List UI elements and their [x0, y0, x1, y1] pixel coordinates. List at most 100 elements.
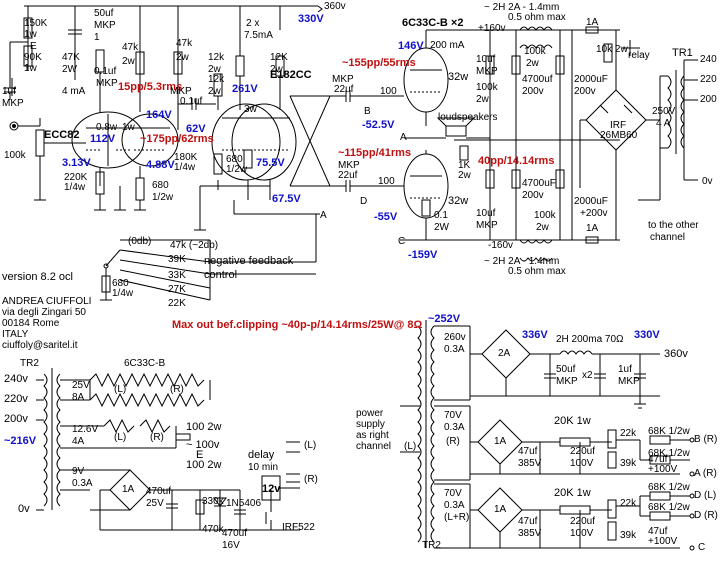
- cap-47uf-a-label: 47uf: [518, 446, 538, 457]
- voltage-112-label: 112V: [90, 133, 116, 145]
- control-label: control: [204, 269, 238, 281]
- cap-47uf-c-volt-label: 385V: [518, 528, 542, 539]
- cap-2000uf-b-label: 2000uF: [574, 196, 608, 207]
- cap-220uf-b-volt-label: 100V: [570, 528, 594, 539]
- tr1-secondary-volt-label: 250V: [652, 106, 676, 117]
- cap-4700uf-b-label: 4700uF: [522, 178, 556, 189]
- pot-22k-b-label: 22k: [620, 498, 637, 509]
- heater-l2-label: (L): [114, 432, 127, 443]
- choke-bottom-label: ~ 2H 2A - 1.4mm: [484, 256, 560, 267]
- delay-time-label: 10 min: [248, 462, 279, 473]
- node-a2-label: A: [320, 210, 327, 221]
- cap-10uf-a-type-label: MKP: [476, 66, 498, 77]
- relay-12v-label: 12v: [262, 483, 281, 495]
- fuse-1a-d-label: 1A: [122, 484, 135, 495]
- resistor-68k-c-label: 68K 1/2w: [648, 482, 690, 493]
- ecc82-label: ECC82: [44, 129, 80, 141]
- output-tube-label: 6C33C-B ×2: [402, 17, 464, 29]
- voltage-675-label: 67.5V: [272, 193, 301, 205]
- resistor-470k-label: 470k: [202, 524, 224, 535]
- ecc82-half-power-label: 1w: [122, 122, 135, 133]
- cap-1uf-b-label: 1uf: [618, 364, 632, 375]
- sec-25v-label: 25V: [72, 380, 90, 391]
- resistor-47k-b-label: 47k: [122, 42, 139, 53]
- tap-0-label: 0v: [702, 176, 713, 187]
- cap-2000uf-b-volt-label: +200v: [580, 208, 608, 219]
- sec-70v-b-label: 70V: [444, 488, 462, 499]
- tube-power-lower-label: 32w: [448, 195, 469, 207]
- voltage-62-label: 62V: [186, 123, 206, 135]
- node-dl-label: D (L): [694, 490, 717, 501]
- resistor-100k-c-watt-label: 2w: [536, 222, 549, 233]
- resistor-68k-b-label: 68K 1/2w: [648, 448, 690, 459]
- cap-1uf-type-label: MKP: [2, 98, 24, 109]
- bridge-irf-label: IRF: [610, 120, 627, 131]
- resistor-90k-watt-label: 1w: [24, 63, 37, 74]
- resistor-90k-label: 90K: [24, 52, 42, 63]
- grid-res-a-label: 100: [380, 86, 397, 97]
- minus160-label: -160v: [488, 240, 514, 251]
- power-supply-line2: supply: [356, 419, 385, 430]
- choke-ohm-top-label: 0.5 ohm max: [508, 12, 566, 23]
- voltage-m55-label: -55V: [374, 211, 398, 223]
- heater-r2-label: (R): [150, 432, 164, 443]
- cap-1uf-b-type-label: MKP: [618, 376, 640, 387]
- to-other-label: to the other: [648, 220, 699, 231]
- tap-220-label: 220: [700, 74, 717, 85]
- signal-155pp-label: ~155pp/55rms: [342, 57, 416, 69]
- cap-470uf-b-volt-label: 16V: [222, 540, 240, 551]
- negative-feedback-label: negative feedback: [204, 255, 294, 267]
- loudspeakers-label: loudspeakers: [438, 112, 498, 123]
- feedback-27k-label: 27K: [168, 284, 186, 295]
- feedback-33k-label: 33K: [168, 270, 186, 281]
- voltage-m159-label: -159V: [408, 249, 438, 261]
- sec-70v-a-label: 70V: [444, 410, 462, 421]
- node-c2-label: C: [698, 542, 706, 553]
- voltage-313-label: 3.13V: [62, 157, 91, 169]
- pot-22k-a-label: 22k: [620, 428, 637, 439]
- sec-r-label: (R): [446, 436, 460, 447]
- resistor-330k-label: 330k: [202, 496, 224, 507]
- cap-220uf-b-label: 220uf: [570, 516, 596, 527]
- resistor-100k-a-watt-label: 2w: [476, 94, 489, 105]
- cap-22uf-b-type-label: MKP: [338, 160, 360, 171]
- resistor-01-watt-label: 2W: [434, 222, 449, 233]
- res-100-2w-b-label: 100 2w: [186, 459, 222, 471]
- cap-50uf-b-type-label: MKP: [556, 376, 578, 387]
- sec-03a-c-label: 0.3A: [444, 422, 465, 433]
- resistor-47k-label: 47K: [62, 52, 80, 63]
- feedback-22k-label: 22K: [168, 298, 186, 309]
- hv-out-label: 360v: [664, 348, 688, 360]
- cap-50uf-b-label: 50uf: [556, 364, 576, 375]
- power-supply-l-label: (L): [404, 441, 417, 452]
- voltage-336-label: 336V: [522, 329, 548, 341]
- voltage-146-label: 146V: [398, 40, 424, 52]
- voltage-755-label: 75.5V: [256, 157, 285, 169]
- irf522-label: IRF522: [282, 522, 315, 533]
- e182cc-count-label: 2 x: [246, 18, 260, 29]
- cap-01uf-label: 0.1uf: [94, 66, 117, 77]
- resistor-12k-a-label: 12k: [208, 52, 225, 63]
- voltage-plus100-a-label: +100V: [648, 464, 678, 475]
- cap-47uf-c-label: 47uf: [518, 516, 538, 527]
- node-br-label: B (R): [694, 434, 718, 445]
- grid-res-b-label: 100: [378, 176, 395, 187]
- cap-2000uf-a-label: 2000uF: [574, 74, 608, 85]
- signal-40pp-label: 40pp/14.14rms: [478, 155, 555, 167]
- node-b-label: B: [364, 106, 371, 117]
- resistor-100k-c-label: 100k: [534, 210, 556, 221]
- resistor-680-c-watt-label: 1/4w: [112, 288, 134, 299]
- cap-470uf-a-volt-label: 25V: [146, 498, 164, 509]
- voltage-261-label: 261V: [232, 83, 258, 95]
- fuse-top-label: 1A: [586, 17, 599, 28]
- tap-200-label: 200: [700, 94, 717, 105]
- resistor-20k-a-label: 20K 1w: [554, 415, 591, 427]
- tr1-label: TR1: [672, 47, 693, 59]
- node-dr-label: D (R): [694, 510, 718, 521]
- current-4ma-label: 4 mA: [62, 86, 86, 97]
- cap-220uf-a-volt-label: 100V: [570, 458, 594, 469]
- max-output-label: Max out bef.clipping ~40p-p/14.14rms/25W…: [172, 319, 423, 331]
- hv-rail-label: 360v: [324, 1, 346, 12]
- voltage-100-label: ~ 100v: [186, 439, 220, 451]
- resistor-12k-b-watt-label: 2w: [270, 64, 283, 75]
